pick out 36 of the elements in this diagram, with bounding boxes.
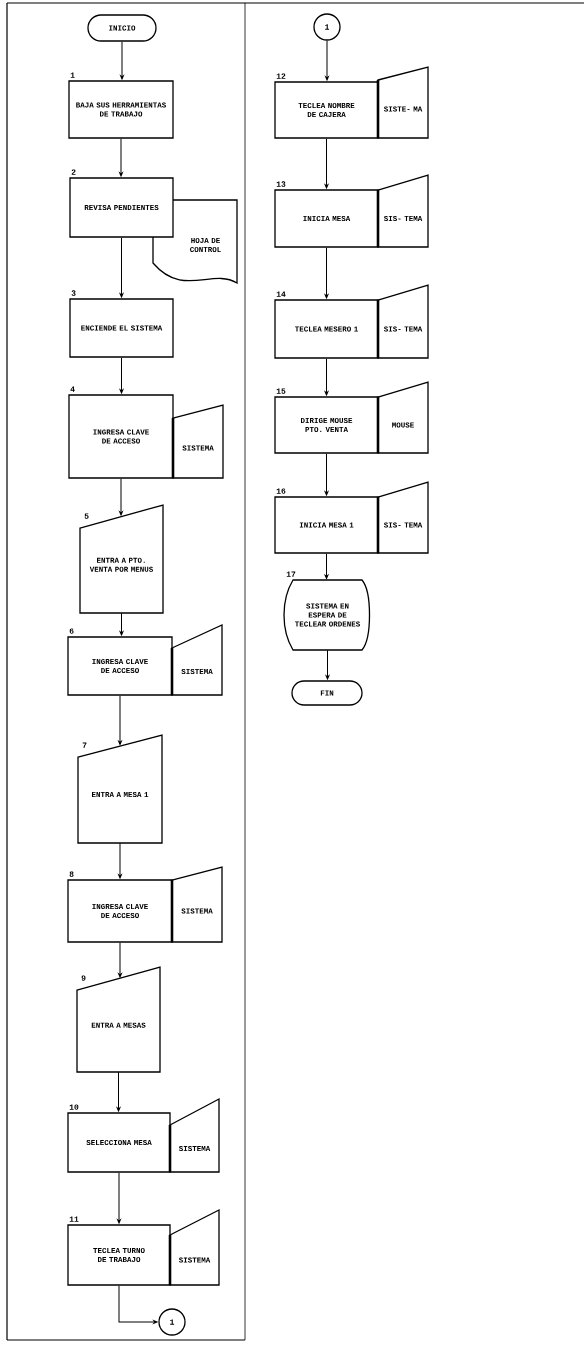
step-number: 5: [84, 513, 89, 519]
step-number: 3: [71, 290, 76, 296]
step-number: 12: [276, 73, 286, 79]
step-number: 7: [82, 742, 87, 748]
step-number: 9: [81, 975, 86, 981]
arrow: [119, 478, 123, 516]
arrow: [116, 1071, 121, 1112]
arrow: [117, 1172, 121, 1224]
step-number: 15: [276, 388, 286, 394]
arrow: [324, 453, 329, 496]
step-number: 4: [70, 386, 75, 392]
step-number: 2: [71, 169, 76, 175]
step-number: 10: [69, 1104, 79, 1110]
arrow: [325, 40, 329, 81]
arrow: [324, 553, 329, 579]
arrow: [119, 357, 124, 394]
arrow: [118, 1285, 158, 1324]
arrow: [118, 695, 122, 745]
step-number: 13: [276, 181, 286, 187]
arrow: [119, 612, 124, 636]
step-number: 16: [276, 488, 286, 494]
step-number: 17: [286, 571, 296, 577]
arrow: [324, 138, 329, 189]
arrow: [120, 41, 124, 80]
arrow: [324, 247, 329, 299]
arrow: [118, 942, 122, 978]
arrow: [325, 649, 330, 680]
step-number: 6: [69, 628, 74, 634]
arrow: [119, 138, 123, 177]
arrow: [118, 842, 122, 879]
arrow: [119, 237, 124, 298]
step-number: 11: [69, 1216, 79, 1222]
arrow: [324, 358, 329, 396]
step-number: 14: [276, 291, 286, 297]
step-number: 1: [70, 72, 75, 78]
step-number: 8: [69, 871, 74, 877]
